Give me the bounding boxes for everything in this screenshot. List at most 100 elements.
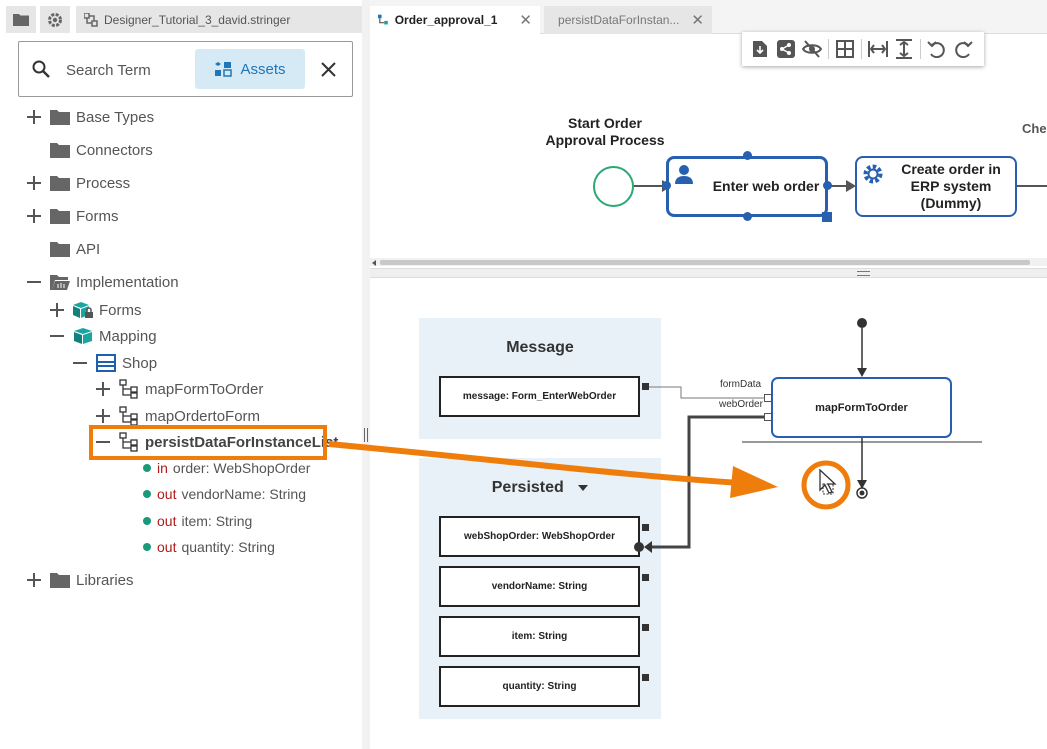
collapse-icon[interactable] xyxy=(27,275,41,289)
tree-label: Shop xyxy=(122,354,158,372)
resize-handle[interactable] xyxy=(823,181,832,190)
param-type: : String xyxy=(261,486,306,502)
output-port[interactable] xyxy=(642,524,649,531)
panel-splitter[interactable] xyxy=(362,0,370,749)
pane-splitter-grip-icon[interactable] xyxy=(857,271,870,276)
tree-item-base-types[interactable]: Base Types xyxy=(50,106,154,128)
pane-splitter[interactable] xyxy=(370,268,1047,278)
redo-icon[interactable] xyxy=(953,39,973,59)
process-canvas[interactable] xyxy=(370,34,1047,270)
project-icon xyxy=(84,12,98,27)
tree-item-implementation[interactable]: Implementation xyxy=(50,271,179,293)
tree-item-impl-forms[interactable]: Forms xyxy=(72,299,142,321)
tree-label: Implementation xyxy=(76,273,179,291)
param-dot-icon xyxy=(143,490,151,498)
close-tab-icon[interactable]: ✕ xyxy=(519,12,532,29)
settings-tab[interactable] xyxy=(40,6,70,33)
close-tab-icon[interactable]: ✕ xyxy=(691,12,704,29)
resize-handle[interactable] xyxy=(662,181,671,190)
assets-button[interactable]: Assets xyxy=(195,49,305,89)
folder-icon xyxy=(50,242,70,257)
group-title-row[interactable]: Persisted xyxy=(419,479,661,497)
output-port[interactable] xyxy=(642,674,649,681)
folder-icon xyxy=(50,110,70,125)
close-icon[interactable] xyxy=(321,62,336,77)
resize-handle[interactable] xyxy=(743,151,752,160)
expand-icon[interactable] xyxy=(27,209,41,223)
group-title: Message xyxy=(506,339,574,356)
share-icon[interactable] xyxy=(776,39,796,59)
persisted-field[interactable]: webShopOrder: WebShopOrder xyxy=(439,516,640,557)
tab-order-approval[interactable]: Order_approval_1 ✕ xyxy=(370,6,540,34)
map-function-node[interactable]: mapFormToOrder xyxy=(771,377,952,438)
tree-item-connectors[interactable]: Connectors xyxy=(50,139,153,161)
start-event[interactable] xyxy=(593,166,634,207)
collapse-icon[interactable] xyxy=(50,329,64,343)
input-port[interactable] xyxy=(764,394,772,402)
tree-item-persist-data[interactable]: persistDataForInstanceList xyxy=(119,431,338,453)
export-icon[interactable] xyxy=(750,39,770,59)
collapse-icon[interactable] xyxy=(73,356,87,370)
param-item[interactable]: out vendorName : String xyxy=(143,483,306,505)
search-box: Search Term Assets xyxy=(18,41,353,97)
user-icon xyxy=(675,165,693,184)
folder-tab[interactable] xyxy=(6,6,36,33)
toolbar-separator xyxy=(828,39,829,59)
tree-item-map-form-to-order[interactable]: mapFormToOrder xyxy=(119,378,263,400)
field-label: vendorName: String xyxy=(491,581,588,592)
grid-icon[interactable] xyxy=(835,39,855,59)
fit-width-icon[interactable] xyxy=(868,39,888,59)
expand-icon[interactable] xyxy=(27,110,41,124)
expand-icon[interactable] xyxy=(96,409,110,423)
expand-icon[interactable] xyxy=(96,382,110,396)
scrollbar-thumb[interactable] xyxy=(380,260,1030,265)
tree-label: Process xyxy=(76,174,131,192)
undo-icon[interactable] xyxy=(927,39,947,59)
persisted-field[interactable]: vendorName: String xyxy=(439,566,640,607)
persisted-field[interactable]: item: String xyxy=(439,616,640,657)
mapping-icon xyxy=(119,432,138,452)
gear-icon xyxy=(48,12,62,27)
task-enter-web-order[interactable]: Enter web order xyxy=(666,156,828,217)
output-port[interactable] xyxy=(642,574,649,581)
assets-label: Assets xyxy=(240,60,286,78)
expand-icon[interactable] xyxy=(50,303,64,317)
search-input[interactable]: Search Term xyxy=(66,62,151,79)
output-port[interactable] xyxy=(642,383,649,390)
fit-height-icon[interactable] xyxy=(894,39,914,59)
tree-item-api[interactable]: API xyxy=(50,238,100,260)
folder-icon xyxy=(13,14,29,26)
search-icon xyxy=(32,60,50,78)
resize-corner-handle[interactable] xyxy=(822,212,832,222)
project-tab[interactable]: Designer_Tutorial_3_david.stringer xyxy=(76,6,362,33)
task-create-order[interactable]: Create order in ERP system (Dummy) xyxy=(855,156,1017,217)
tab-persist-data[interactable]: persistDataForInstan... ✕ xyxy=(544,6,712,34)
scroll-left-arrow-icon[interactable] xyxy=(372,260,376,266)
task-label: (Dummy) xyxy=(920,195,982,211)
persisted-field[interactable]: quantity: String xyxy=(439,666,640,707)
param-item[interactable]: out item : String xyxy=(143,510,252,532)
param-item[interactable]: out quantity : String xyxy=(143,536,275,558)
package-lock-icon xyxy=(73,302,93,318)
field-label: message: Form_EnterWebOrder xyxy=(462,391,617,402)
splitter-grip-icon[interactable] xyxy=(364,428,368,442)
resize-handle[interactable] xyxy=(743,212,752,221)
expand-icon[interactable] xyxy=(27,573,41,587)
function-label: mapFormToOrder xyxy=(815,401,908,414)
tree-label: Base Types xyxy=(76,108,155,126)
tree-item-libraries[interactable]: Libraries xyxy=(50,569,134,591)
output-port[interactable] xyxy=(642,624,649,631)
tree-item-forms[interactable]: Forms xyxy=(50,205,119,227)
tree-item-map-order-to-form[interactable]: mapOrdertoForm xyxy=(119,405,260,427)
folder-icon xyxy=(50,573,70,588)
tree-item-shop[interactable]: Shop xyxy=(96,352,157,374)
visibility-off-icon[interactable] xyxy=(802,39,822,59)
expand-icon[interactable] xyxy=(27,176,41,190)
collapse-icon[interactable] xyxy=(96,435,110,449)
tree-item-process[interactable]: Process xyxy=(50,172,130,194)
dropdown-caret-icon[interactable] xyxy=(578,484,589,491)
tree-item-mapping[interactable]: Mapping xyxy=(72,325,157,347)
input-port[interactable] xyxy=(764,413,772,421)
param-item[interactable]: in order : WebShopOrder xyxy=(143,457,310,479)
message-field[interactable]: message: Form_EnterWebOrder xyxy=(439,376,640,417)
